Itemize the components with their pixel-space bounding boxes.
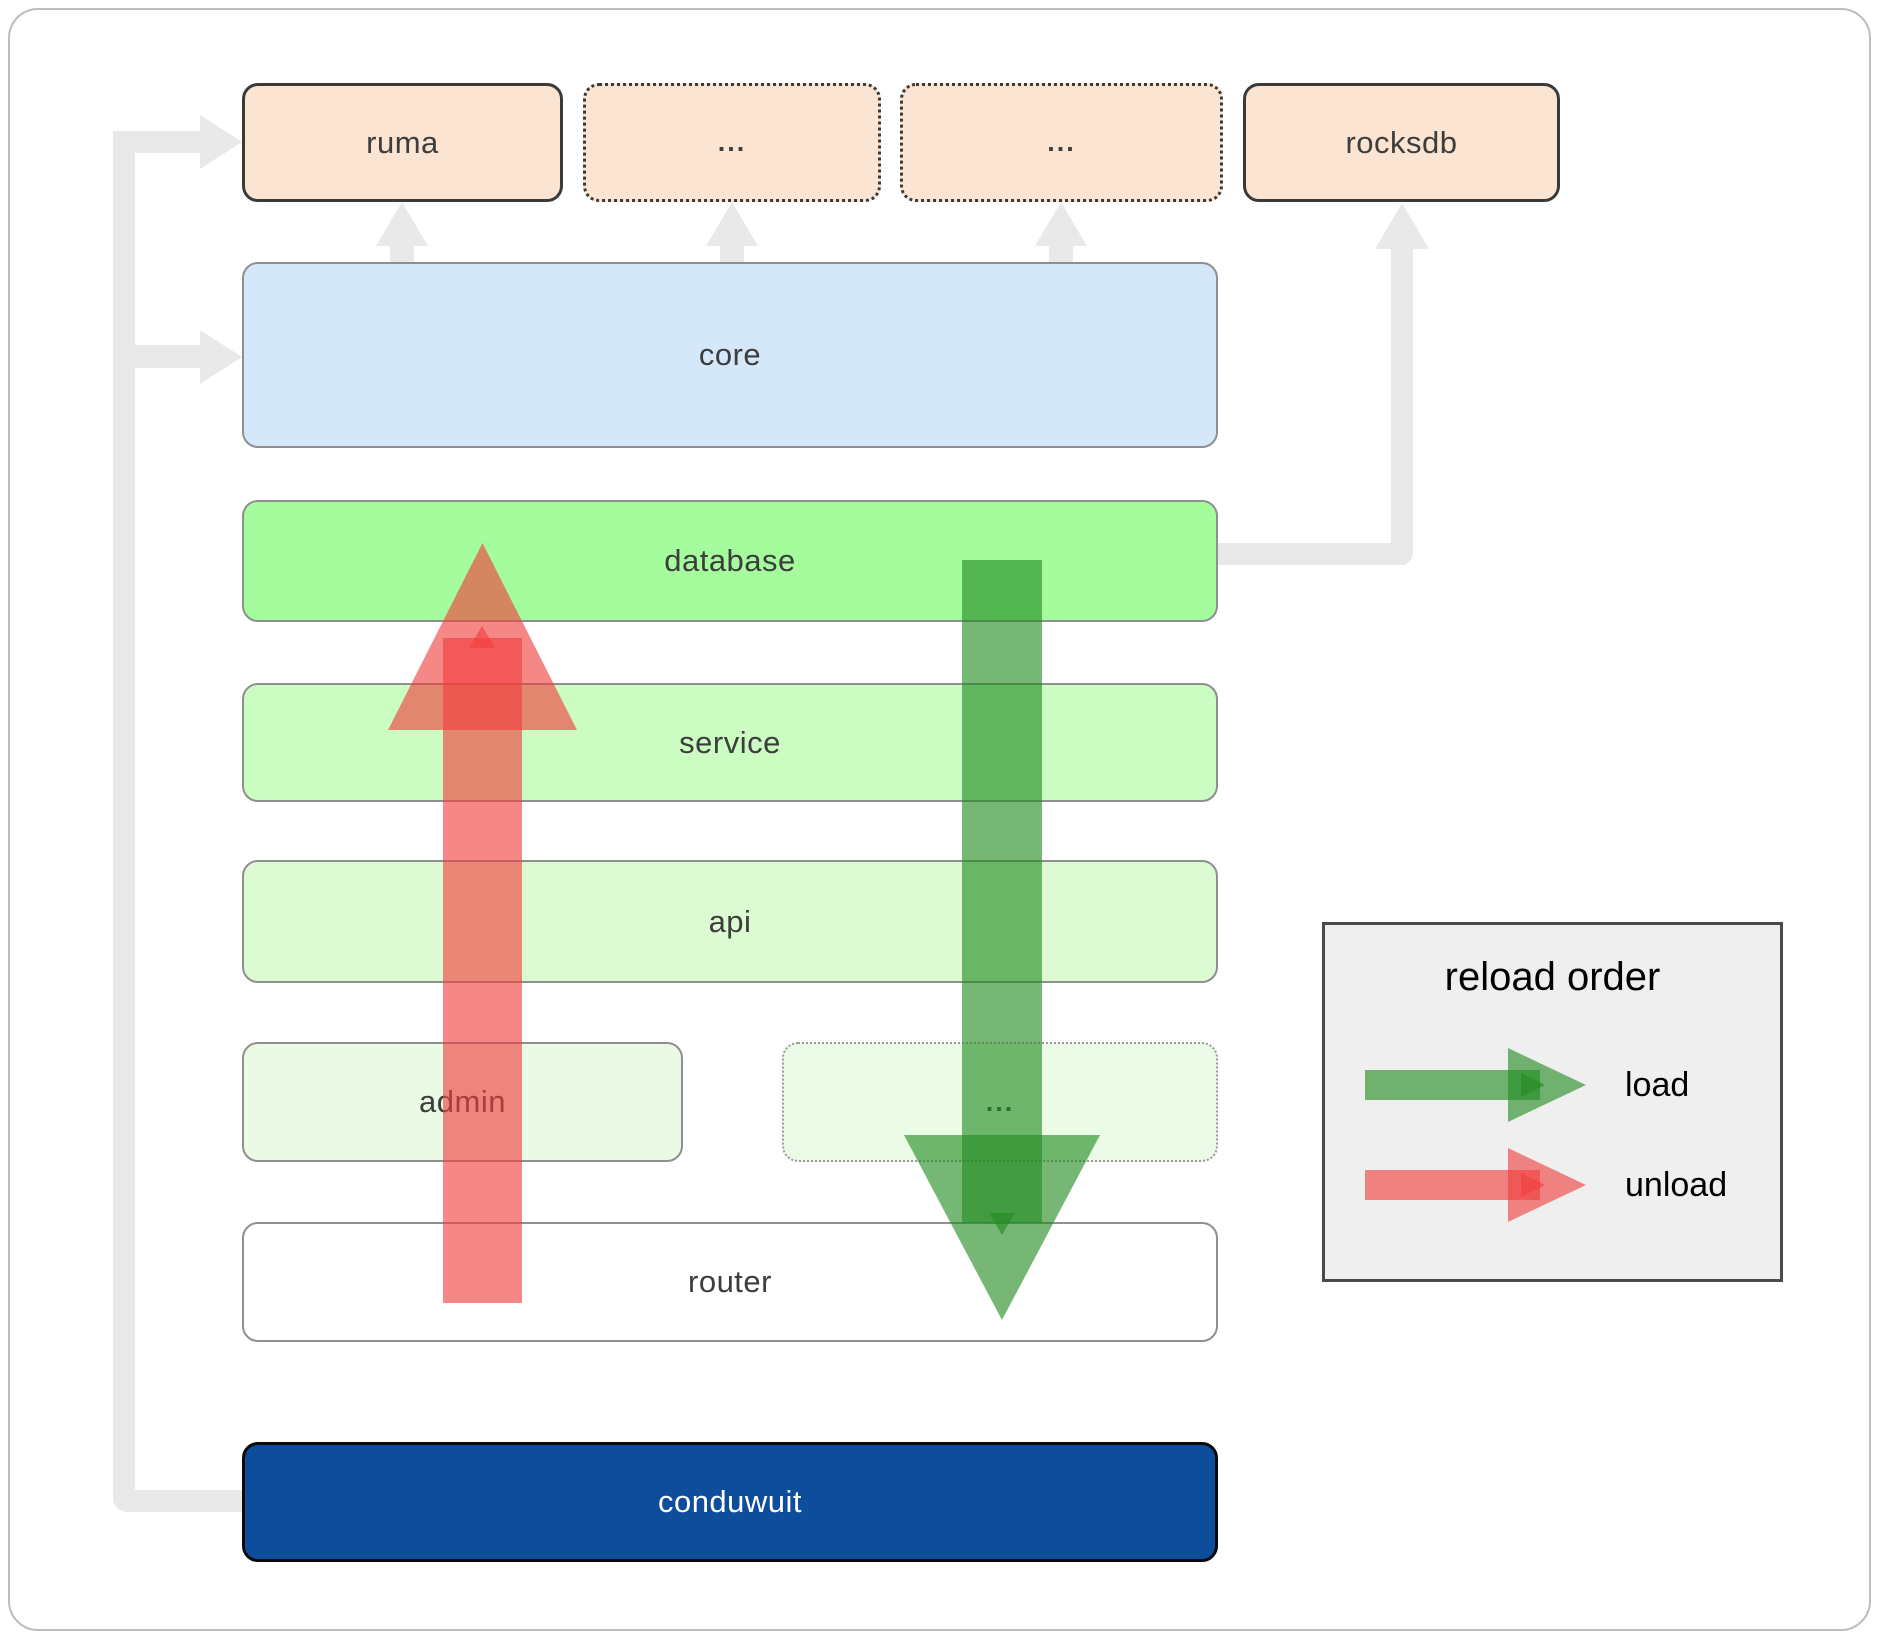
node-core: core [242,262,1218,448]
node-label: conduwuit [657,1484,803,1519]
connector-ruma-bar [130,131,202,153]
legend-load-label: load [1625,1065,1690,1104]
node-label: rocksdb [1345,124,1458,160]
node-service: service [242,683,1218,802]
load-arrowhead-icon [1508,1048,1586,1122]
v-bar [1391,248,1413,565]
connector-conduwuit-bar [125,1490,242,1512]
load-arrow-shaft [962,560,1042,1223]
legend-unload-label: unload [1625,1165,1728,1204]
node-label: api [708,903,752,939]
node-rocksdb: rocksdb [1243,83,1560,202]
node-api: api [242,860,1218,983]
node-label: core [698,337,762,372]
node-label: router [688,1264,772,1299]
node-label: service [679,724,781,760]
node-router: router [242,1222,1218,1342]
unload-arrow-shaft [443,638,522,1303]
connector-core-bar [130,345,202,368]
connector-trunk [113,131,135,1512]
node-label: ... [1047,127,1076,157]
node-label: ruma [366,124,439,160]
h-bar [1218,543,1405,565]
node-label: ... [717,127,747,157]
node-ruma: ruma [242,83,563,202]
node-conduwuit: conduwuit [242,1442,1218,1562]
legend-title: reload order [1444,955,1661,999]
legend: reload order load unload [1322,922,1783,1282]
node-database: database [242,500,1218,622]
unload-arrowhead-icon [1508,1148,1586,1222]
node-crates-more-2: ... [900,83,1223,202]
node-crates-more-1: ... [583,83,881,202]
node-label: database [664,543,796,578]
diagram-frame [8,8,1871,1631]
